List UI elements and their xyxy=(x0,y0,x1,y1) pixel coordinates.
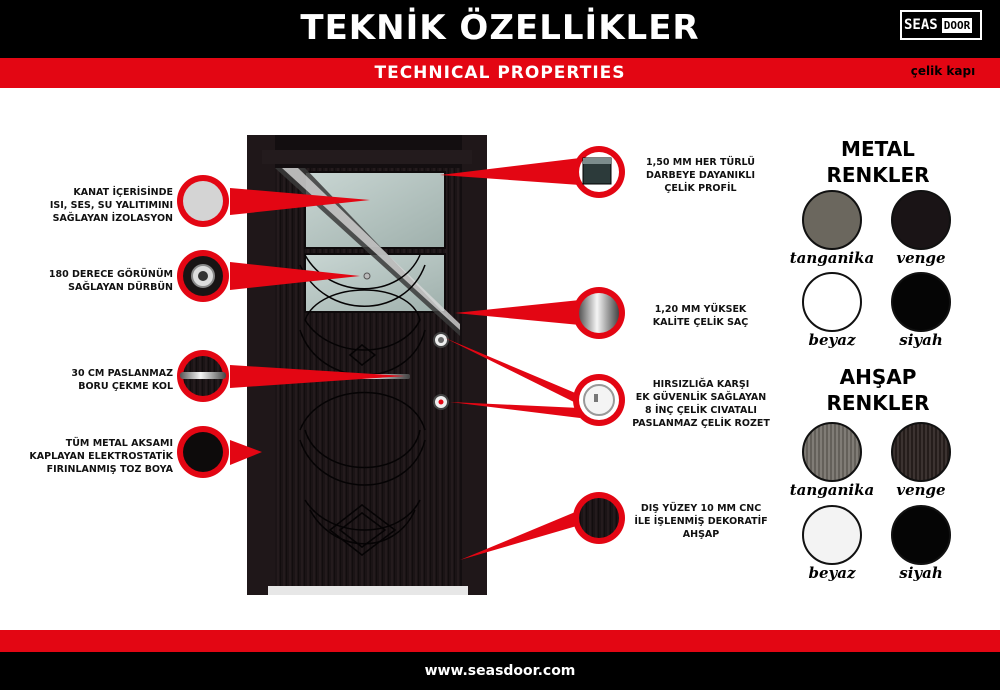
callout-handle xyxy=(177,350,229,402)
callout-wedges-right xyxy=(440,158,580,560)
peephole xyxy=(363,272,371,280)
wood-swatch-siyah xyxy=(891,505,951,565)
callout-peephole xyxy=(177,250,229,302)
wood-swatch-beyaz xyxy=(802,505,862,565)
brand-logo: SEAS DOOR xyxy=(900,10,982,40)
footer-red-bar xyxy=(0,630,1000,652)
callout-steel-sheet xyxy=(573,287,625,339)
page-title: TEKNİK ÖZELLİKLER xyxy=(300,8,700,48)
callout-wedges-left xyxy=(230,188,405,465)
logo-text-left: SEAS xyxy=(904,17,938,33)
header-bar xyxy=(0,0,1000,58)
website-link[interactable]: www.seasdoor.com xyxy=(424,663,576,679)
metal-swatch-label: tanganika xyxy=(789,249,875,267)
feature-cnc-wood-text: DIŞ YÜZEY 10 MM CNC İLE İŞLENMİŞ DEKORAT… xyxy=(634,503,768,540)
metal-swatch-label: siyah xyxy=(899,331,943,349)
logo-text-right: DOOR xyxy=(941,17,973,33)
wood-swatch-label: tanganika xyxy=(789,481,875,499)
metal-colors-title: METAL RENKLER xyxy=(826,137,930,187)
callout-insulation xyxy=(177,175,229,227)
feature-insulation-text: KANAT İÇERİSİNDE ISI, SES, SU YALITIMINI… xyxy=(49,187,173,224)
wood-swatch-venge xyxy=(891,422,951,482)
feature-peephole-text: 180 DERECE GÖRÜNÜM SAĞLAYAN DÜRBÜN xyxy=(48,269,173,293)
metal-swatch-tanganika xyxy=(802,190,862,250)
metal-swatch-venge xyxy=(891,190,951,250)
door-illustration xyxy=(177,135,625,595)
callout-rosette xyxy=(573,374,625,426)
metal-swatch-label: venge xyxy=(896,249,946,267)
feature-steel-sheet-text: 1,20 MM YÜKSEK KALİTE ÇELİK SAÇ xyxy=(652,304,749,328)
feature-steel-profile-text: 1,50 MM HER TÜRLÜ DARBEYE DAYANIKLI ÇELİ… xyxy=(645,157,756,194)
callout-steel-profile xyxy=(573,146,625,198)
footer-bar xyxy=(0,652,1000,690)
wood-swatch-label: beyaz xyxy=(808,564,856,582)
metal-swatch-beyaz xyxy=(802,272,862,332)
feature-powder-coat-text: TÜM METAL AKSAMI KAPLAYAN ELEKTROSTATİK … xyxy=(29,438,173,475)
callout-cnc-wood xyxy=(573,492,625,544)
glass-panel-bottom xyxy=(304,253,446,313)
wood-swatch-tanganika xyxy=(802,422,862,482)
wood-swatch-label: siyah xyxy=(899,564,943,582)
wood-colors-title: AHŞAP RENKLER xyxy=(826,365,930,415)
subtitle-bar xyxy=(0,58,1000,88)
feature-handle-text: 30 CM PASLANMAZ BORU ÇEKME KOL xyxy=(71,368,173,392)
logo-tagline: çelik kapı xyxy=(910,64,976,78)
page-subtitle: TECHNICAL PROPERTIES xyxy=(374,63,626,83)
callout-powder-coat xyxy=(177,426,229,478)
cut-away-shine xyxy=(275,168,460,336)
cnc-pattern xyxy=(299,254,426,556)
metal-swatch-siyah xyxy=(891,272,951,332)
wood-swatch-label: venge xyxy=(896,481,946,499)
metal-swatch-label: beyaz xyxy=(808,331,856,349)
door-threshold xyxy=(268,586,468,595)
feature-rosette-text: HIRSIZLIĞA KARŞI EK GÜVENLİK SAĞLAYAN 8 … xyxy=(632,379,770,429)
